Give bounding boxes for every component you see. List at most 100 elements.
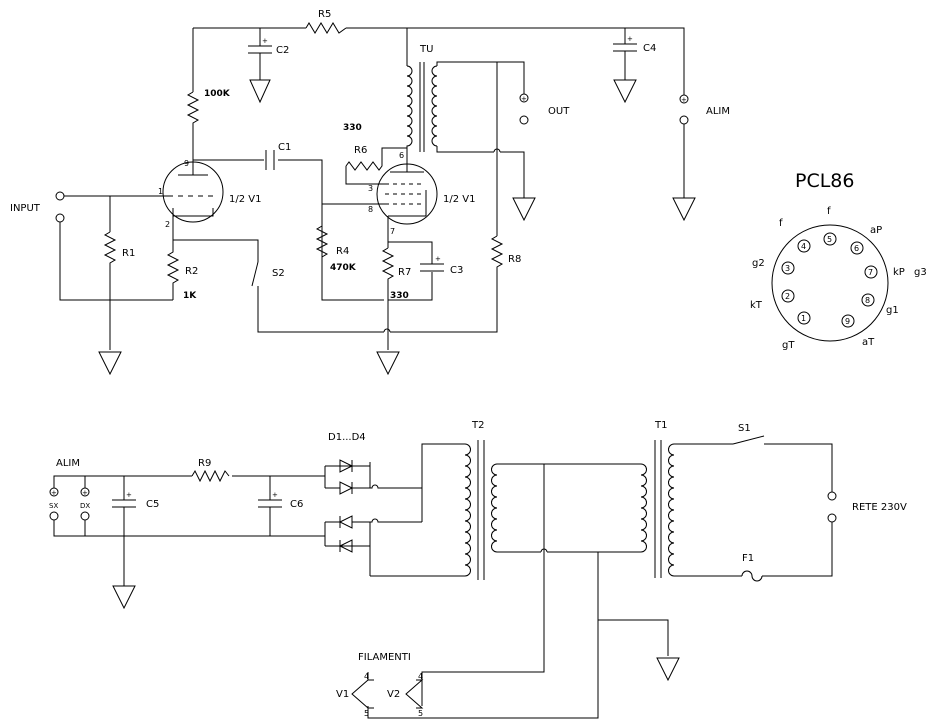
resistor-r8: [390, 235, 504, 333]
pentode-v1: [322, 148, 438, 225]
pin-circle-5: 5: [823, 232, 837, 246]
pin-circle-1: 1: [797, 311, 811, 325]
label-100k: 100K: [204, 89, 231, 99]
diode-d2: [339, 481, 354, 495]
label-out: OUT: [548, 106, 570, 117]
label-input: INPUT: [10, 203, 41, 214]
resistor-r2: [166, 240, 180, 300]
out-terminal-plus: [519, 93, 529, 103]
label-v1-pentode: 1/2 V1: [443, 194, 475, 205]
label-r9: R9: [198, 458, 211, 469]
svg-text:3: 3: [785, 264, 790, 273]
pin-circle-4: 4: [797, 239, 811, 253]
pinout-label-kt: kT: [750, 300, 763, 311]
pinout-label-g2: g2: [752, 258, 765, 269]
label-r7-value: 330: [390, 291, 409, 301]
resistor-r7: [381, 247, 395, 326]
alim-plus-terminal: [679, 94, 689, 104]
svg-text:5: 5: [827, 235, 832, 244]
svg-text:1: 1: [801, 314, 806, 323]
amplifier-circuit: R5 + C2 + C4 + ALIM 100K C1 9: [10, 9, 730, 376]
label-dx: DX: [80, 502, 90, 510]
label-c3: C3: [450, 265, 463, 276]
pinout-label-at: aT: [862, 337, 875, 348]
label-filamenti: FILAMENTI: [358, 652, 411, 663]
label-r6: R6: [354, 145, 367, 156]
ground-c4: [613, 79, 637, 104]
alim-minus-terminal: [679, 115, 689, 125]
capacitor-c2: [248, 28, 272, 80]
resistor-100k: [186, 91, 200, 163]
label-c6: C6: [290, 499, 303, 510]
svg-text:2: 2: [785, 292, 790, 301]
input-terminal-hot: [55, 191, 65, 201]
label-c5: C5: [146, 499, 159, 510]
resistor-r4: [315, 225, 384, 301]
label-s1: S1: [738, 423, 751, 434]
out-terminal-minus: [519, 115, 529, 125]
pin-5-v2: 5: [418, 709, 423, 718]
output-transformer-tu: [406, 62, 438, 152]
power-supply-circuit: ALIM + SX + DX R9 + C5 + C6 D1...D4: [49, 420, 907, 719]
pin-5-v1: 5: [364, 709, 369, 718]
label-f1: F1: [742, 553, 754, 564]
label-r8: R8: [508, 254, 521, 265]
transformer-t1: [640, 440, 675, 578]
pin-circle-3: 3: [781, 261, 795, 275]
label-c4: C4: [643, 43, 656, 54]
label-filament-v2: V2: [387, 689, 400, 700]
ground-c2: [249, 79, 271, 104]
resistor-r5: [305, 22, 347, 34]
pcl86-pinout: PCL86 5 4 6 3 7 2 8 1 9 f f aP g2 kP g3 …: [750, 170, 927, 351]
svg-text:7: 7: [868, 268, 873, 277]
label-t1: T1: [654, 420, 667, 431]
pinout-label-kp: kP: [893, 267, 905, 278]
label-r5: R5: [318, 9, 331, 20]
diode-d1: [339, 459, 354, 473]
plus-c4: +: [627, 35, 633, 43]
label-filament-v1: V1: [336, 689, 349, 700]
pin-3: 3: [368, 184, 373, 193]
rete-terminal-2: [827, 513, 837, 523]
input-terminal-ground: [55, 213, 65, 223]
pin-8: 8: [368, 205, 373, 214]
svg-text:6: 6: [854, 244, 859, 253]
pinout-label-g3: g3: [914, 267, 927, 278]
pinout-label-f-top: f: [827, 206, 831, 217]
label-r4: R4: [336, 246, 349, 257]
pin-2: 2: [165, 220, 170, 229]
pin-circle-2: 2: [781, 289, 795, 303]
ground-main: [376, 351, 400, 376]
label-tu: TU: [419, 44, 433, 55]
pin-circle-7: 7: [864, 265, 878, 279]
ground-r1: [98, 351, 122, 376]
plus-dx: +: [82, 489, 88, 497]
label-alim-amp: ALIM: [706, 106, 730, 117]
pin-circle-6: 6: [850, 241, 864, 255]
plus-alim: +: [681, 96, 687, 104]
ground-alim: [672, 197, 696, 222]
pinout-label-f-left: f: [779, 218, 783, 229]
pin-1: 1: [158, 187, 163, 196]
filament-v2: [405, 679, 424, 709]
label-c1: C1: [278, 142, 291, 153]
label-s2: S2: [272, 268, 285, 279]
label-r2-value: 1K: [183, 291, 197, 301]
switch-s2: [251, 261, 259, 287]
pinout-label-gt: gT: [782, 340, 795, 351]
plus-sx: +: [51, 489, 57, 497]
pin-6: 6: [399, 151, 404, 160]
ground-tu: [512, 197, 536, 222]
pin-9: 9: [184, 159, 189, 168]
diode-bridge: [324, 459, 422, 576]
label-t2: T2: [471, 420, 484, 431]
pin-4-v1: 4: [364, 672, 369, 681]
sx-minus-terminal: [49, 511, 59, 521]
dx-minus-terminal: [80, 511, 90, 521]
label-r1: R1: [122, 248, 135, 259]
label-rete: RETE 230V: [852, 502, 907, 513]
filament-v1: [351, 679, 374, 709]
label-r6-value: 330: [343, 123, 362, 133]
transformer-t2: [464, 440, 498, 580]
